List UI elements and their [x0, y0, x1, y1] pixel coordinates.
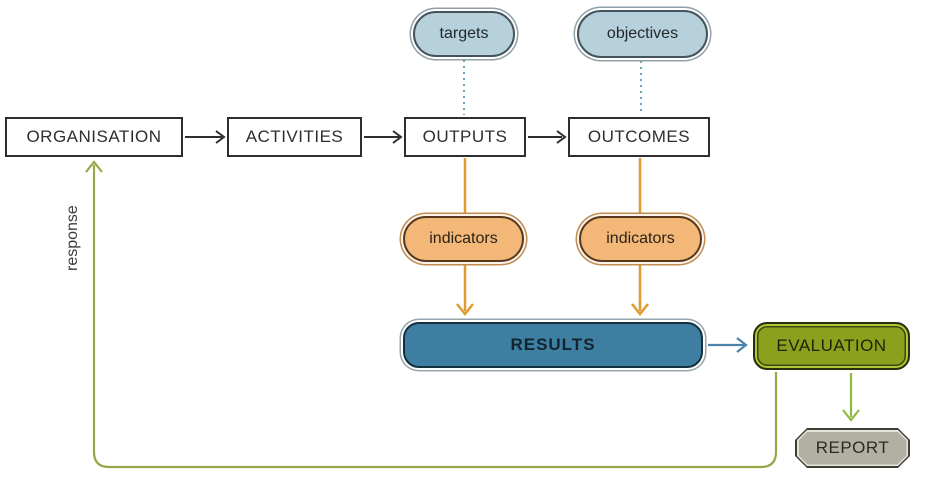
indicators-outputs-pill: indicators [403, 216, 524, 262]
activities-box: ACTIVITIES [227, 117, 362, 157]
targets-pill: targets [413, 11, 515, 57]
arrow-outputs-outcomes [528, 130, 567, 144]
objectives-pill: objectives [577, 10, 708, 58]
report-label: REPORT [799, 432, 907, 465]
arrow-results-evaluation [708, 337, 748, 353]
report-octagon: REPORT [795, 428, 910, 468]
indicators-outcomes-pill: indicators [579, 216, 702, 262]
report-octagon-inner-ring: REPORT [797, 430, 908, 466]
arrow-organisation-activities [185, 130, 226, 144]
results-box: RESULTS [403, 322, 703, 368]
outputs-box: OUTPUTS [404, 117, 526, 157]
outcomes-box: OUTCOMES [568, 117, 710, 157]
evaluation-box: EVALUATION [753, 322, 910, 370]
arrow-response-feedback [85, 160, 778, 469]
organisation-box: ORGANISATION [5, 117, 183, 157]
arrow-evaluation-report [842, 373, 860, 422]
response-label: response [64, 205, 81, 271]
arrow-activities-outputs [364, 130, 403, 144]
